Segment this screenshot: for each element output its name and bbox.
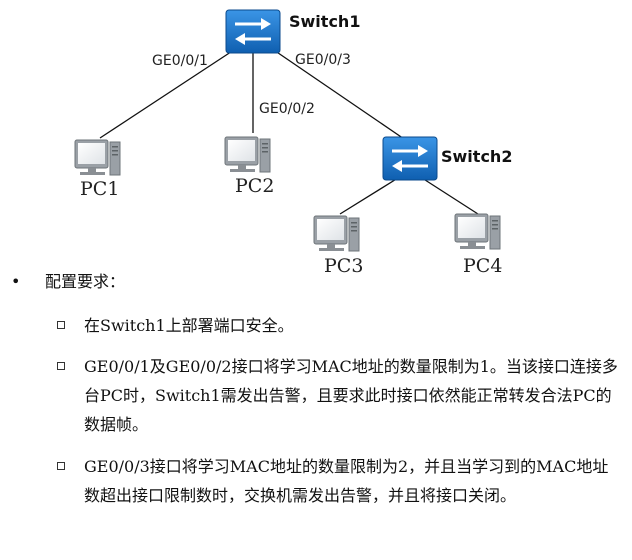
requirement-text: 在Switch1上部署端口安全。	[84, 316, 294, 335]
port-label-ge003: GE0/0/3	[295, 52, 351, 68]
requirements-title: 配置要求：	[45, 272, 126, 291]
switch2-icon	[381, 135, 439, 182]
pc1-icon	[74, 139, 121, 176]
switch1-label: Switch1	[289, 12, 360, 31]
bullet-icon: •	[11, 272, 21, 291]
port-label-ge002: GE0/0/2	[259, 101, 315, 117]
switch1-icon	[224, 8, 282, 55]
requirement-text: GE0/0/1及GE0/0/2接口将学习MAC地址的数量限制为1。当该接口连接多…	[84, 357, 618, 434]
link-switch2-pc4	[421, 177, 479, 215]
square-bullet-icon	[57, 462, 65, 470]
pc4-icon	[454, 213, 501, 250]
link-switch1-pc1	[99, 43, 244, 139]
link-switch2-pc3	[339, 177, 399, 215]
pc2-label: PC2	[235, 175, 274, 197]
network-topology-diagram: Switch1 Switch2 GE0/0/1 GE0/0/2 GE0/0/3 …	[74, 8, 512, 277]
port-label-ge001: GE0/0/1	[152, 53, 208, 69]
pc2-icon	[224, 136, 271, 173]
pc4-label: PC4	[463, 255, 502, 277]
link-switch1-switch2	[264, 43, 411, 144]
pc1-label: PC1	[80, 178, 119, 200]
pc3-label: PC3	[324, 255, 363, 277]
square-bullet-icon	[57, 321, 65, 329]
square-bullet-icon	[57, 362, 65, 370]
pc3-icon	[313, 215, 360, 252]
requirement-text: GE0/0/3接口将学习MAC地址的数量限制为2，并且当学习到的MAC地址数超出…	[84, 457, 609, 505]
switch2-label: Switch2	[441, 147, 512, 166]
